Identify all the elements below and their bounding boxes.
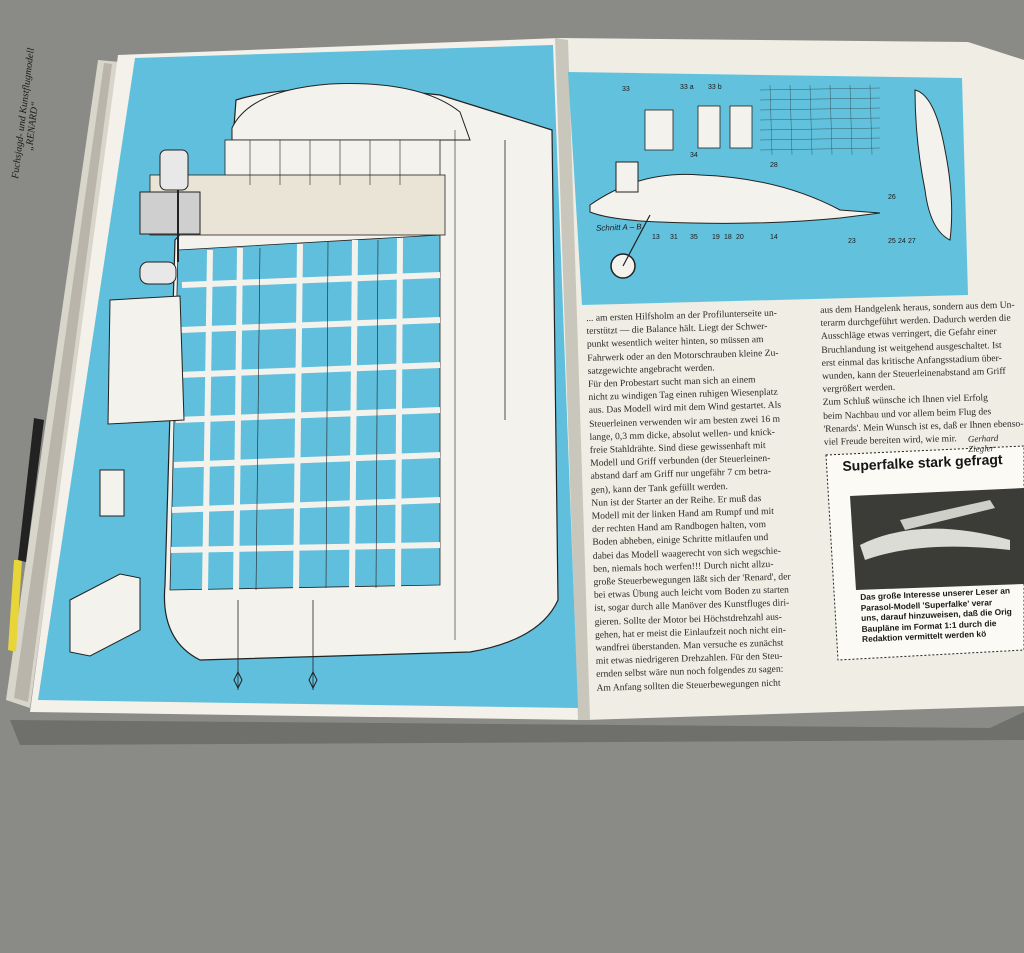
- magazine-shadow: [10, 712, 1024, 745]
- part-number: 28: [770, 162, 778, 169]
- part-number: 31: [670, 234, 678, 241]
- part-number: 27: [908, 238, 916, 245]
- part-number: 25: [888, 238, 896, 245]
- part-number: 33: [622, 86, 630, 93]
- part-number: 18: [724, 234, 732, 241]
- part-number: 14: [770, 234, 778, 241]
- magazine-photo: [6, 38, 1024, 745]
- section-label: Schnitt A – B: [595, 222, 642, 233]
- part-number: 20: [736, 234, 744, 241]
- part-number: 34: [690, 152, 698, 159]
- part-number: 19: [712, 234, 720, 241]
- article-column-2: aus dem Handgelenk heraus, sondern aus d…: [820, 298, 1024, 449]
- part-number: 24: [898, 238, 906, 245]
- part-number: 33 a: [680, 84, 694, 91]
- part-number: 35: [690, 234, 698, 241]
- part-number: 33 b: [708, 84, 722, 91]
- left-page-caption: Fuchsjagd- und Kunstflugmodell „RENARD“: [0, 47, 60, 953]
- photo-scene: Fuchsjagd- und Kunstflugmodell „RENARD“ …: [6, 38, 1024, 745]
- part-number: 26: [888, 194, 896, 201]
- part-number: 13: [652, 234, 660, 241]
- part-number: 23: [848, 238, 856, 245]
- article-column-1: ... am ersten Hilfsholm an der Profilunt…: [586, 306, 794, 694]
